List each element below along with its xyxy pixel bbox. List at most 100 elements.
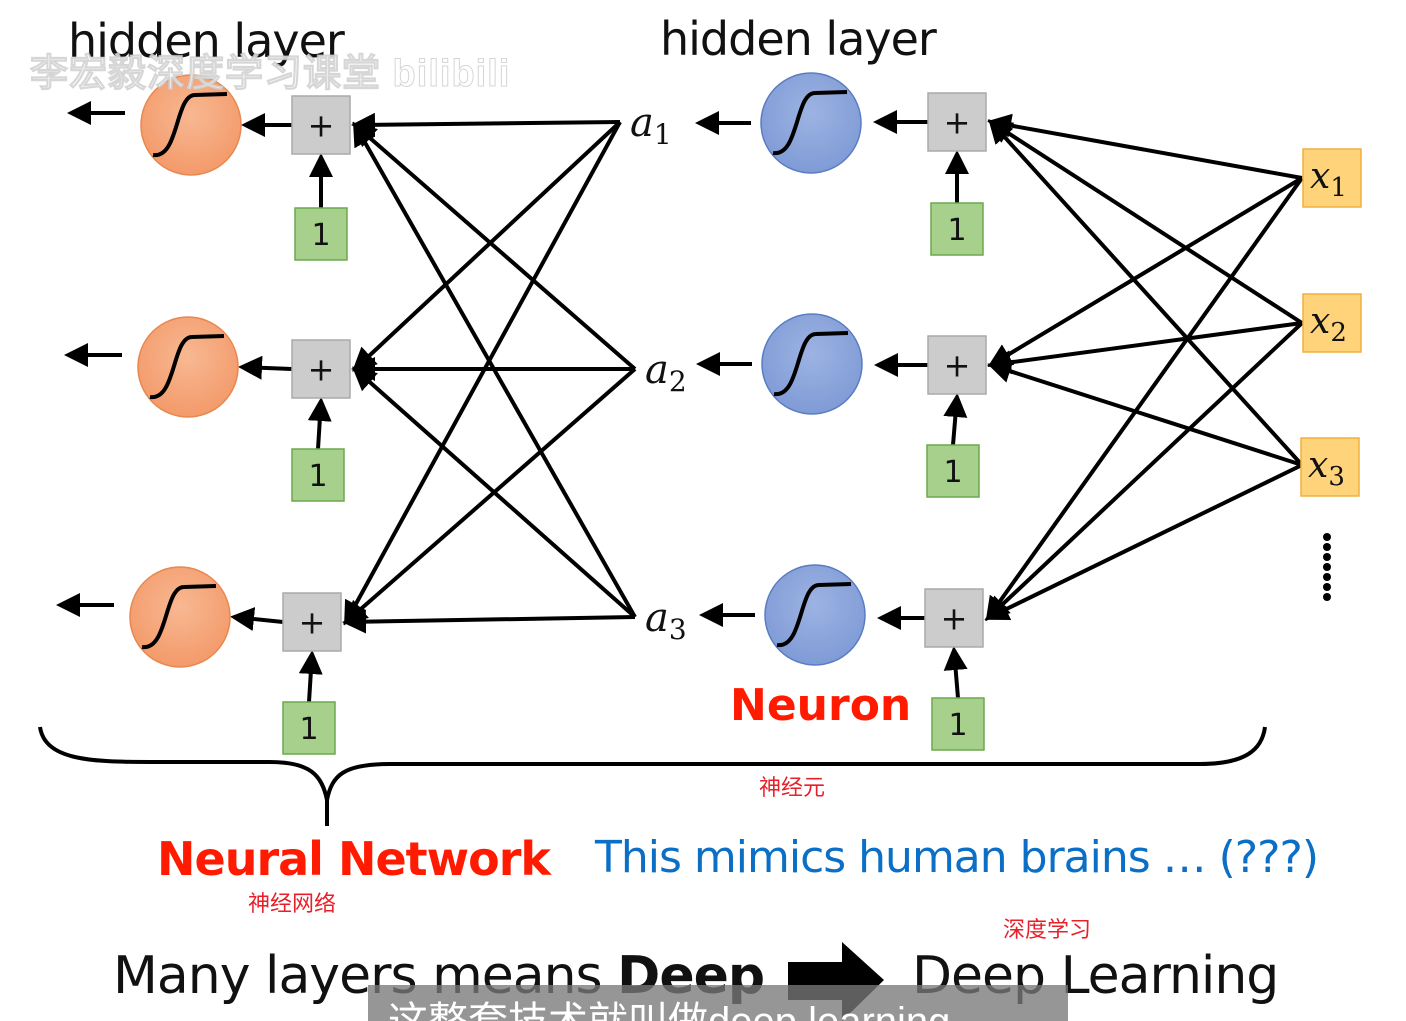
input-node-x1: x1 [1302,148,1362,208]
video-watermark: 李宏毅深度学习课堂 bilibili [29,53,511,96]
edge-x3-to-sum2 [987,359,1303,467]
ellipsis-dot [1323,533,1331,541]
edge-a1-to-sum1 [351,112,621,137]
bias-node-right-1-rect [930,202,984,256]
ellipsis-dot [1323,563,1331,571]
ellipsis-dot [1323,573,1331,581]
edge-a1-to-sum2 [352,120,622,372]
activation-subscript: 2 [669,365,687,398]
bias-node-right-1: 1 [930,202,984,256]
mimics-brain-caption: This mimics human brains … (???) [595,832,1319,883]
edge-a3-to-sum3 [342,609,636,634]
left-hidden-layer-title: hidden layer [68,14,345,68]
sum-node-left-1: + [291,95,351,155]
sigmoid-curve-icon [772,90,848,156]
sum-node-right-1: + [927,92,987,152]
edge-bias-to-sum-left-3 [298,650,323,703]
edge-x3-to-sum1 [988,119,1304,467]
plus-icon: + [308,107,335,145]
sigmoid-neuron-left-2 [137,316,239,418]
sigmoid-neuron-left-2-circle [137,316,239,418]
sigmoid-neuron-right-1-circle [760,72,862,174]
input-box [1302,293,1362,353]
deep-learning-cn-caption: 深度学习 [1003,917,1092,942]
sigmoid-curve-icon [149,334,225,400]
bias-node-right-2: 1 [926,444,980,498]
sigmoid-neuron-right-3-circle [764,564,866,666]
bias-value: 1 [311,218,330,253]
edge-x3-to-sum3 [984,463,1303,621]
edge-bias-to-sum-left-2 [307,397,332,450]
neural-network-cn-caption: 神经网络 [248,891,337,916]
edge-a2-to-sum1 [351,122,637,371]
right-hidden-layer-title: hidden layer [660,12,937,66]
neural-network-label: Neural Network [157,832,551,886]
activation-subscript: 1 [654,118,672,151]
edge-x2-to-sum1 [987,119,1304,325]
bias-node-right-2-rect [926,444,980,498]
edge-bias-to-sum-right-3 [943,646,968,699]
edge-a3-to-sum2 [352,366,637,619]
sum-node-left-3-rect [282,592,342,652]
activation-subscript: 3 [669,613,687,646]
activation-label-a3: a3 [645,595,687,646]
ellipsis-dot [1323,543,1331,551]
sigmoid-neuron-right-2-circle [761,313,863,415]
sigmoid-curve-icon [141,584,217,650]
bias-node-left-1-rect [294,207,348,261]
sigmoid-curve-icon [152,92,228,158]
sum-node-right-3: + [924,588,984,648]
bias-node-left-2-rect [291,448,345,502]
edge-a2-to-sum3 [342,367,637,625]
bias-node-left-2: 1 [291,448,345,502]
bias-value: 1 [299,712,318,747]
sum-node-right-1-rect [927,92,987,152]
bias-value: 1 [948,708,967,743]
plus-icon: + [944,104,971,142]
ellipsis-dot [1323,593,1331,601]
plus-icon: + [941,600,968,638]
bias-node-right-3-rect [931,697,985,751]
bias-node-left-1: 1 [294,207,348,261]
sigmoid-curve-icon [776,582,852,648]
sigmoid-neuron-right-1 [760,72,862,174]
sum-node-left-2: + [291,339,351,399]
plus-icon: + [299,604,326,642]
connection-edges [56,101,1304,703]
edge-x1-to-sum3 [985,176,1304,622]
video-subtitle-text: 这整套技术就叫做deep learning [388,989,950,1021]
activation-label-a2: a2 [645,347,687,398]
edge-sum-to-sigmoid-left-3 [230,607,284,631]
edge-sum-to-sigmoid-left-2 [238,355,293,380]
sigmoid-neuron-right-3 [764,564,866,666]
input-node-x2: x2 [1302,293,1362,353]
bias-value: 1 [308,459,327,494]
video-subtitle-bar: 这整套技术就叫做deep learning [368,985,1068,1021]
activation-label-a1: a1 [630,100,672,151]
bias-value: 1 [947,213,966,248]
input-subscript: 1 [1330,173,1347,203]
sigmoid-neuron-right-2 [761,313,863,415]
edge-x1-to-sum2 [987,176,1304,368]
bias-value: 1 [943,455,962,490]
sigmoid-neuron-left-3-circle [129,566,231,668]
sum-node-right-3-rect [924,588,984,648]
edge-x2-to-sum3 [985,321,1304,621]
curly-brace [38,726,1267,826]
sigmoid-neuron-left-1 [140,74,242,176]
bias-node-left-3-rect [282,701,336,755]
sum-node-right-2: + [927,335,987,395]
neuron-cn-caption: 神经元 [759,775,826,800]
plus-icon: + [944,347,971,385]
edge-x1-to-sum1 [987,113,1303,180]
more-inputs-ellipsis-icon [1323,533,1331,601]
input-subscript: 2 [1330,318,1347,348]
bias-node-right-3: 1 [931,697,985,751]
edge-a3-to-sum1 [353,121,637,618]
edge-a1-to-sum3 [344,121,622,626]
edge-x2-to-sum2 [987,321,1303,375]
bias-node-left-3: 1 [282,701,336,755]
input-node-x3: x3 [1300,437,1360,497]
